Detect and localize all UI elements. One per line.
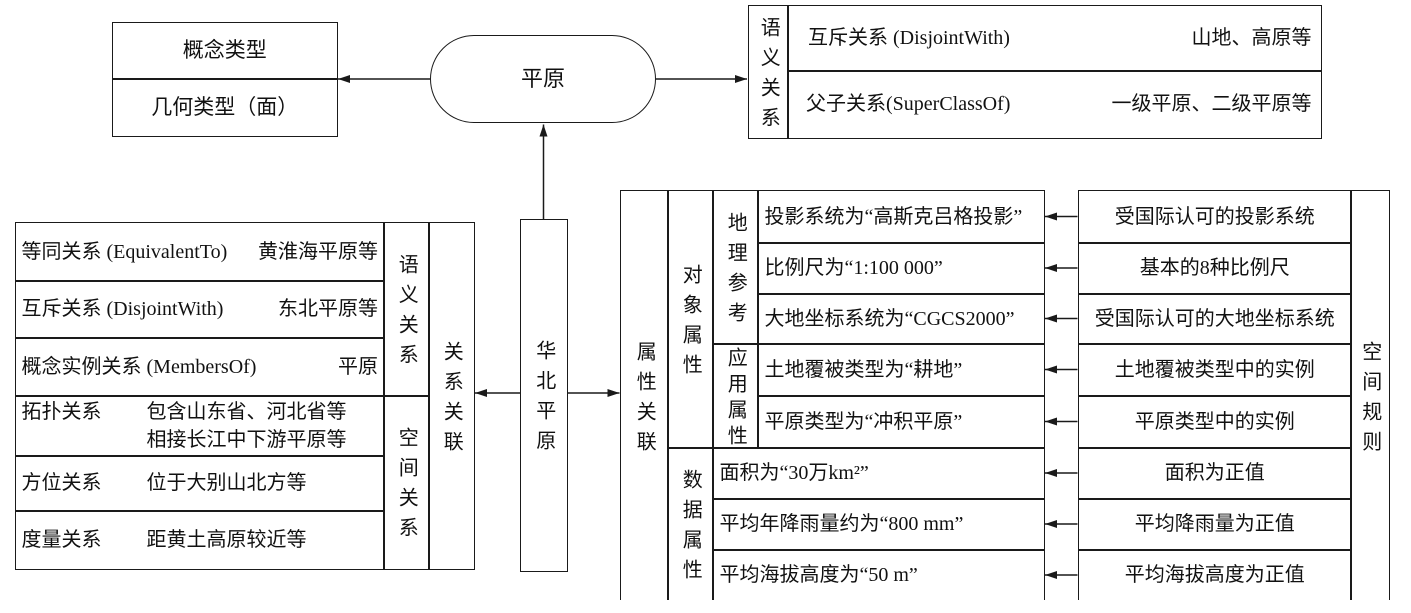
spatial-rules-label: 空间规则 [1358, 340, 1381, 461]
semantic-relation-row: 互斥关系 (DisjointWith) 东北平原等 [15, 280, 385, 339]
attribute-text: 平均海拔高度为“50 m” [719, 564, 918, 586]
spatial-rule-text: 平均海拔高度为正值 [1124, 564, 1305, 586]
application-attributes-label: 应用属性 [724, 346, 747, 449]
spatial-relation-row: 方位关系 位于大别山北方等 [15, 455, 385, 512]
class-semantic-relations-label-cell: 语义关系 [748, 5, 789, 139]
spatial-rule-text: 面积为正值 [1164, 462, 1265, 485]
spatial-relation-content: 度量关系 距黄土高原较近等 [22, 526, 307, 554]
spatial-rules-label-cell: 空间规则 [1350, 190, 1390, 600]
relation-values: 距黄土高原较近等 [147, 526, 307, 554]
relation-name: 父子关系(SuperClassOf) [806, 93, 1011, 116]
relation-name: 互斥关系 (DisjointWith) [808, 27, 1010, 50]
relation-name: 度量关系 [21, 528, 102, 551]
class-semantic-row: 互斥关系 (DisjointWith) 山地、高原等 [787, 5, 1322, 72]
spatial-relation-content: 拓扑关系 包含山东省、河北省等 相接长江中下游平原等 [22, 398, 347, 454]
class-node-label: 平原 [520, 65, 565, 91]
spatial-rule-cell: 受国际认可的投影系统 [1078, 190, 1352, 244]
spatial-rule-text: 土地覆被类型中的实例 [1114, 358, 1315, 381]
class-semantic-row: 父子关系(SuperClassOf) 一级平原、二级平原等 [787, 70, 1322, 139]
spatial-rule-text: 基本的8种比例尺 [1139, 257, 1290, 280]
spatial-rule-cell: 平原类型中的实例 [1078, 395, 1352, 449]
attribute-cell: 比例尺为“1:100 000” [757, 242, 1045, 295]
relation-name: 概念实例关系 (MembersOf) [21, 355, 257, 378]
instance-node-label: 华北平原 [532, 340, 555, 461]
attribute-cell: 土地覆被类型为“耕地” [757, 343, 1045, 397]
attribute-association-label-cell: 属性关联 [620, 190, 669, 600]
spatial-relation-row: 度量关系 距黄土高原较近等 [15, 510, 385, 570]
data-attributes-label: 数据属性 [679, 469, 702, 589]
geometry-type-cell: 几何类型（面） [112, 78, 338, 137]
geo-reference-label: 地理参考 [724, 212, 747, 333]
relation-value: 东北平原等 [278, 298, 378, 321]
spatial-rule-text: 平原类型中的实例 [1134, 410, 1295, 433]
attribute-text: 平均年降雨量约为“800 mm” [719, 513, 964, 536]
spatial-relation-row: 拓扑关系 包含山东省、河北省等 相接长江中下游平原等 [15, 395, 385, 457]
relation-value: 一级平原、二级平原等 [1111, 93, 1312, 116]
spatial-rule-cell: 土地覆被类型中的实例 [1078, 343, 1352, 397]
attribute-association-label: 属性关联 [633, 340, 656, 461]
relation-value: 距黄土高原较近等 [146, 528, 307, 551]
object-attributes-label-cell: 对象属性 [667, 190, 714, 449]
relation-values: 位于大别山北方等 [147, 469, 307, 497]
relation-name: 等同关系 (EquivalentTo) [21, 240, 228, 263]
semantic-relations-label-cell: 语义关系 [383, 222, 430, 397]
attribute-cell: 面积为“30万km²” [712, 447, 1045, 500]
relation-value: 相接长江中下游平原等 [146, 428, 347, 451]
relation-value: 黄淮海平原等 [258, 240, 378, 263]
instance-node: 华北平原 [520, 219, 568, 572]
spatial-rule-cell: 平均海拔高度为正值 [1078, 549, 1352, 600]
semantic-relation-row: 概念实例关系 (MembersOf) 平原 [15, 337, 385, 397]
attribute-cell: 平均海拔高度为“50 m” [712, 549, 1045, 600]
geometry-type-label: 几何类型（面） [151, 94, 299, 119]
attribute-text: 投影系统为“高斯克吕格投影” [764, 205, 1023, 228]
spatial-rule-cell: 平均降雨量为正值 [1078, 498, 1352, 551]
spatial-rule-cell: 受国际认可的大地坐标系统 [1078, 293, 1352, 345]
relation-name: 方位关系 [21, 472, 102, 495]
concept-type-cell: 概念类型 [112, 22, 338, 80]
object-attributes-label: 对象属性 [679, 264, 702, 385]
relation-value: 山地、高原等 [1191, 27, 1312, 50]
relation-values: 包含山东省、河北省等 相接长江中下游平原等 [147, 398, 347, 454]
class-semantic-relations-label: 语义关系 [757, 16, 780, 137]
spatial-rule-text: 受国际认可的投影系统 [1114, 205, 1315, 228]
spatial-rule-text: 平均降雨量为正值 [1134, 513, 1295, 536]
semantic-relation-row: 等同关系 (EquivalentTo) 黄淮海平原等 [15, 222, 385, 282]
application-attributes-label-cell: 应用属性 [712, 343, 759, 449]
spatial-rule-cell: 面积为正值 [1078, 447, 1352, 500]
attribute-text: 面积为“30万km²” [719, 462, 869, 485]
spatial-relations-label: 空间关系 [395, 427, 418, 548]
spatial-relations-label-cell: 空间关系 [383, 395, 430, 570]
attribute-cell: 平原类型为“冲积平原” [757, 395, 1045, 449]
class-node: 平原 [430, 35, 656, 123]
attribute-text: 土地覆被类型为“耕地” [764, 358, 963, 381]
relation-association-label-cell: 关系关联 [428, 222, 475, 570]
relation-value: 平原 [338, 355, 378, 378]
concept-type-label: 概念类型 [182, 38, 267, 63]
attribute-cell: 投影系统为“高斯克吕格投影” [757, 190, 1045, 244]
attribute-text: 比例尺为“1:100 000” [764, 257, 943, 280]
attribute-cell: 平均年降雨量约为“800 mm” [712, 498, 1045, 551]
spatial-rule-text: 受国际认可的大地坐标系统 [1094, 307, 1335, 330]
relation-value: 位于大别山北方等 [146, 472, 307, 495]
relation-association-label: 关系关联 [440, 340, 463, 461]
relation-value: 包含山东省、河北省等 [146, 400, 347, 423]
relation-name: 互斥关系 (DisjointWith) [21, 298, 224, 321]
semantic-relations-label: 语义关系 [395, 254, 418, 375]
attribute-text: 平原类型为“冲积平原” [764, 410, 963, 433]
attribute-text: 大地坐标系统为“CGCS2000” [764, 307, 1015, 330]
attribute-cell: 大地坐标系统为“CGCS2000” [757, 293, 1045, 345]
spatial-rule-cell: 基本的8种比例尺 [1078, 242, 1352, 295]
spatial-relation-content: 方位关系 位于大别山北方等 [22, 469, 307, 497]
data-attributes-label-cell: 数据属性 [667, 447, 714, 600]
geo-reference-label-cell: 地理参考 [712, 190, 759, 345]
relation-name: 拓扑关系 [21, 400, 102, 423]
